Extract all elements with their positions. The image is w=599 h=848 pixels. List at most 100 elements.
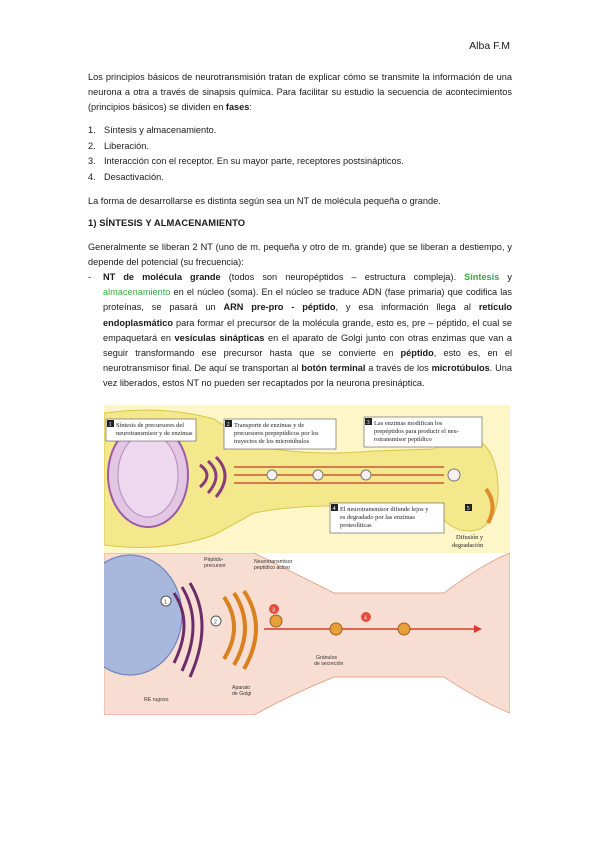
label-5-line-a: Difusión y bbox=[456, 534, 484, 541]
intro-bold-phases: fases bbox=[225, 102, 250, 112]
label-4-line-b: es degradado por las enzimas bbox=[340, 514, 415, 521]
text-span: , esto es, en el neurotransmisor final. … bbox=[103, 348, 512, 374]
label-1-line-a: Síntesis de precursores del bbox=[116, 422, 184, 429]
step-circle-3 bbox=[269, 604, 279, 614]
golgi-transport-figure: 2 1 3 4 Péptido- precursor Neurotransmis… bbox=[104, 553, 510, 715]
label-5-line-b: degradación bbox=[452, 542, 484, 549]
vesicle bbox=[266, 469, 278, 481]
text-span: y bbox=[499, 272, 512, 282]
step-number-1: 1 bbox=[164, 600, 167, 606]
text-span: (todos son neuropéptidos – estructura co… bbox=[220, 272, 465, 282]
label-4-line-a: El neurotransmisor difunde lejos y bbox=[340, 506, 429, 513]
step-number-1: 1 bbox=[109, 421, 112, 428]
golgi-stack bbox=[198, 455, 227, 498]
nucleus-inner bbox=[117, 432, 179, 518]
granule bbox=[329, 622, 343, 636]
label-4-line-c: proteolíticas bbox=[340, 522, 372, 529]
phase-number: 1. bbox=[88, 125, 96, 135]
step-circle-4 bbox=[361, 612, 371, 622]
granule bbox=[269, 614, 283, 628]
label-2-line-c: trayectos de los microtúbulos bbox=[234, 438, 310, 445]
text-span: en el aparato de Golgi junto con otras e… bbox=[103, 332, 513, 359]
step-number-4: 4 bbox=[364, 616, 367, 622]
bold-boton: botón terminal bbox=[301, 363, 366, 374]
label-granules-a: Gránulos bbox=[316, 655, 337, 661]
step-circle-2 bbox=[210, 615, 222, 627]
phases-list: 1. Síntesis y almacenamiento. 2. Liberació… bbox=[88, 123, 512, 185]
general-paragraph: Generalmente se liberan 2 NT (uno de m. … bbox=[88, 242, 512, 267]
neuropeptide-synthesis-figure: 1 Síntesis de precursores del neurotrans… bbox=[104, 405, 510, 553]
section-heading: 1) SÍNTESIS Y ALMACENAMIENTO bbox=[88, 217, 245, 228]
text-span: . Una vez liberados, estos NT no pueden … bbox=[103, 363, 512, 389]
bold-vesiculas: vesículas sinápticas bbox=[174, 332, 265, 343]
phase-item: 1. Síntesis y almacenamiento. bbox=[88, 123, 512, 139]
label-box-3 bbox=[363, 416, 483, 448]
label-golgi-a: Aparato bbox=[232, 685, 250, 691]
bold-reticulo: retículo endoplasmático bbox=[103, 302, 512, 328]
label-3-line-c: rotransmisor peptídico bbox=[374, 436, 432, 443]
label-box-2 bbox=[223, 418, 337, 450]
green-sintesis: Síntesis bbox=[464, 272, 500, 282]
label-1-line-b: neurotransmisor y de enzimas bbox=[116, 430, 193, 437]
phase-number: 4. bbox=[88, 171, 96, 182]
label-re: RE rugoso bbox=[144, 697, 169, 703]
section-number: 1) bbox=[88, 217, 97, 228]
label-box-1 bbox=[105, 418, 197, 442]
step-badge-3 bbox=[365, 418, 372, 425]
label-3-line-b: prepéptidos para producir el neu- bbox=[374, 428, 459, 435]
vesicle bbox=[360, 469, 372, 481]
bold-microtubulos: microtúbulos bbox=[431, 363, 490, 374]
step-number-3: 3 bbox=[272, 608, 275, 614]
vesicle bbox=[312, 469, 324, 481]
step-badge-2 bbox=[225, 420, 232, 427]
intro-colon: : bbox=[249, 102, 252, 112]
rough-er bbox=[172, 582, 204, 678]
label-3-line-a: Las enzimas modifican los bbox=[374, 420, 443, 427]
step-number-3: 3 bbox=[367, 419, 370, 426]
dash-bullet: - bbox=[88, 272, 92, 282]
forma-paragraph: La forma de desarrollarse es distinta se… bbox=[88, 196, 441, 206]
label-box-4 bbox=[329, 502, 445, 534]
dash-list-item: - NT de molécula grande (todos son neuro… bbox=[88, 270, 512, 392]
text-span: para formar el precursor de la molécula … bbox=[103, 317, 512, 343]
author-name: Alba F.M bbox=[469, 40, 510, 52]
label-precursor-a: Péptido- bbox=[204, 557, 224, 563]
label-granules-b: de secreción bbox=[314, 661, 344, 667]
step-number-2: 2 bbox=[227, 421, 230, 428]
intro-paragraph: Los principios básicos de neurotransmisi… bbox=[88, 70, 512, 115]
bold-peptido: péptido bbox=[400, 348, 434, 359]
arrow-head-icon bbox=[474, 625, 482, 633]
bold-nt-grande: NT de molécula grande bbox=[103, 272, 221, 282]
section-title: SÍNTESIS Y ALMACENAMIENTO bbox=[99, 217, 246, 228]
phase-text: Interacción con el receptor. En su mayor… bbox=[104, 156, 404, 167]
text-span: , y esa información llega al bbox=[335, 302, 479, 313]
green-almacenamiento: almacenamiento bbox=[103, 287, 171, 298]
phase-item: 4.Desactivación. bbox=[88, 170, 512, 186]
label-2-line-b: precursores prepeptídicos por los bbox=[234, 430, 319, 437]
step-circle-1 bbox=[160, 595, 172, 607]
phase-item: 2. Liberación. bbox=[88, 139, 512, 155]
label-2-line-a: Transporte de enzimas y de bbox=[234, 422, 304, 429]
phase-text: Liberación. bbox=[104, 140, 149, 151]
step-badge-1 bbox=[107, 420, 114, 427]
label-active-b: peptídico activo bbox=[254, 565, 290, 571]
bold-arn: ARN pre-pro - péptido bbox=[223, 302, 336, 313]
cell-body bbox=[104, 553, 510, 715]
step-badge-5 bbox=[465, 504, 472, 511]
dash-item-text: NT de molécula grande (todos son neuropé… bbox=[103, 270, 512, 392]
phase-number: 3. bbox=[88, 156, 96, 167]
text-span: a través de los bbox=[365, 363, 432, 374]
text-span: en el núcleo (soma). En el núcleo se tra… bbox=[103, 287, 512, 313]
golgi-apparatus bbox=[222, 589, 258, 670]
terminal-membrane bbox=[484, 487, 495, 524]
phase-text: Síntesis y almacenamiento. bbox=[104, 125, 217, 135]
intro-text: Los principios básicos de neurotransmisi… bbox=[88, 72, 512, 112]
label-precursor-b: precursor bbox=[204, 563, 226, 569]
label-golgi-b: de Golgi bbox=[232, 691, 251, 697]
step-number-5: 5 bbox=[467, 505, 470, 512]
vesicle bbox=[447, 468, 461, 482]
phase-number: 2. bbox=[88, 140, 96, 151]
step-number-4: 4 bbox=[333, 505, 337, 512]
step-number-2: 2 bbox=[214, 620, 217, 626]
